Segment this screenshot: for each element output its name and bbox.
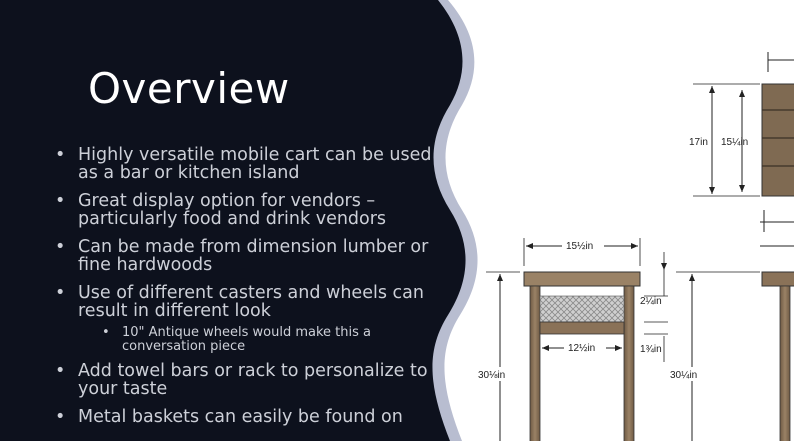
dimension-15-1-2-in: 15½in	[523, 238, 641, 266]
sub-bullet-item: 10" Antique wheels would make this a con…	[52, 326, 444, 354]
bullet-item: Use of different casters and wheels can …	[52, 284, 444, 320]
bullet-item: Great display option for vendors – parti…	[52, 192, 444, 228]
dim-label-width-top: 15¼in	[721, 136, 748, 148]
bullet-item: Metal baskets can easily be found on	[52, 408, 444, 426]
dimension-15-1-4-in: 15¼in	[721, 90, 748, 192]
slide-title: Overview	[88, 64, 290, 113]
dim-label-shelf-thick: 1¾in	[640, 344, 662, 355]
cart-dimension-diagram: 17in 15¼in 15½in	[478, 52, 794, 441]
front-view-drawing	[523, 271, 794, 441]
dim-label-leg-height-left: 30⅛in	[478, 370, 505, 381]
dimension-1-3-4-in: 1¾in	[640, 333, 668, 362]
bullet-item: Add towel bars or rack to personalize to…	[52, 362, 444, 398]
dim-label-shelf-width: 12½in	[568, 343, 595, 354]
bullet-item: Can be made from dimension lumber or fin…	[52, 238, 444, 274]
dimension-30-1-8-in: 30⅛in	[478, 271, 522, 441]
dimension-12-1-2-in: 12½in	[542, 340, 622, 354]
dimension-30-1-4-in: 30¼in	[670, 271, 760, 441]
side-view-drawing	[760, 52, 794, 247]
dim-label-width-table: 15½in	[566, 241, 593, 252]
dim-label-leg-height-right: 30¼in	[670, 369, 697, 381]
dim-label-height-top: 17in	[689, 137, 708, 148]
bullet-list: Highly versatile mobile cart can be used…	[52, 146, 444, 436]
bullet-item: Highly versatile mobile cart can be used…	[52, 146, 444, 182]
dimension-17in: 17in	[689, 83, 760, 197]
dimension-2-1-4-in: 2¼in	[640, 252, 668, 323]
dim-label-basket-height: 2¼in	[640, 295, 662, 307]
